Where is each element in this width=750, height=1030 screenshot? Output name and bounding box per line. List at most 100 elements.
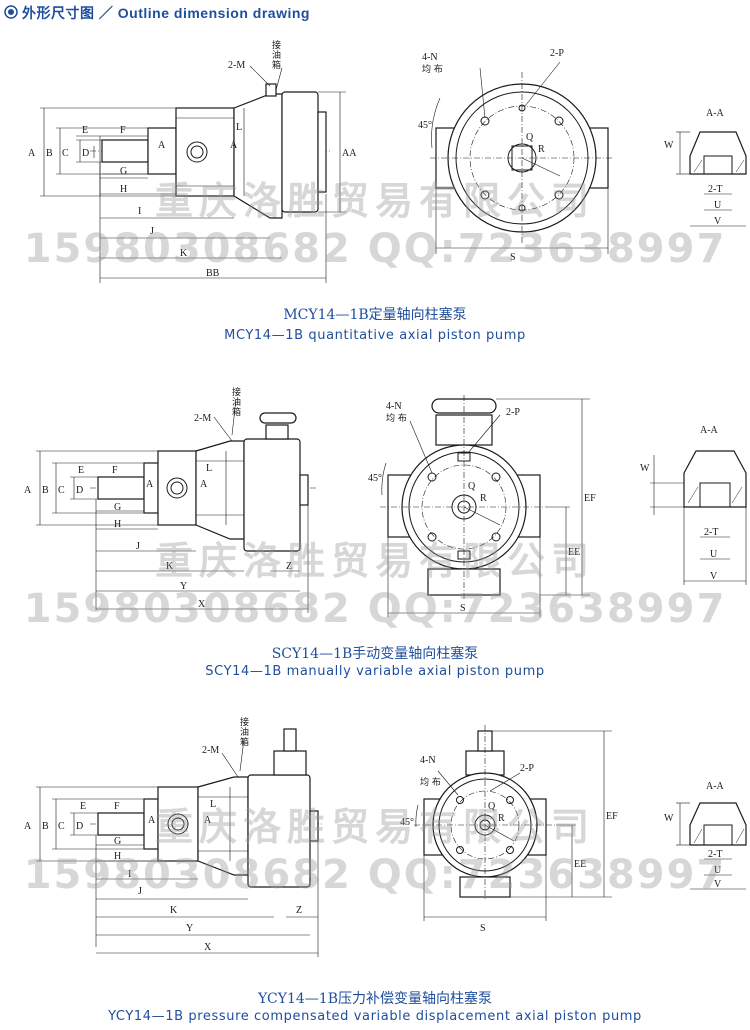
mcy-dimension-drawing: A B C D E F G H I J K BB A A L AA 2-M 接 …: [28, 39, 747, 283]
dim-B: B: [42, 821, 49, 832]
label-tank-2: 油: [272, 49, 281, 61]
dim-U: U: [714, 865, 722, 876]
ycy-dimension-drawing: A B C D E F G H I J K Y X Z A A L 2-M 接 …: [24, 716, 747, 957]
dim-A: A: [24, 485, 32, 496]
dim-E: E: [78, 465, 84, 476]
dim-C: C: [58, 821, 65, 832]
mcy-front-view: 4-N 均 布 2-P 45° Q R S: [418, 48, 614, 263]
dim-L: L: [236, 122, 242, 133]
section-title-AA: A-A: [700, 425, 719, 436]
dim-EE: EE: [568, 547, 580, 558]
scy-side-dimensions: A B C D E F G H J K Y X Z A A L 2-M 接 油 …: [24, 386, 309, 613]
label-45: 45°: [418, 120, 432, 131]
dim-J: J: [138, 886, 142, 897]
mcy-section-aa: A-A W 2-T U V: [664, 108, 747, 227]
label-tank-3: 箱: [232, 406, 241, 418]
label-even: 均 布: [420, 776, 441, 788]
ycy-front-view: 4-N 均 布 2-P 45° Q R S EF EE: [400, 725, 618, 934]
dim-W: W: [664, 813, 674, 824]
label-2M: 2-M: [194, 413, 211, 424]
scy-dimension-drawing: A B C D E F G H J K Y X Z A A L 2-M 接 油 …: [24, 386, 747, 617]
dim-2T: 2-T: [704, 527, 718, 538]
label-even: 均 布: [422, 63, 443, 75]
section-title-AA: A-A: [706, 781, 725, 792]
label-tank-1: 接: [240, 716, 249, 728]
label-2M: 2-M: [202, 745, 219, 756]
dim-W: W: [664, 140, 674, 151]
dim-Z: Z: [296, 905, 302, 916]
dim-Q: Q: [468, 481, 476, 492]
mcy-side-dimensions: A B C D E F G H I J K BB A A L AA 2-M 接 …: [28, 39, 357, 283]
label-tank-1: 接: [272, 39, 281, 51]
dim-V: V: [714, 879, 722, 890]
dim-K: K: [170, 905, 178, 916]
mcy-side-view: [90, 83, 330, 219]
dim-I: I: [138, 206, 141, 217]
label-2P: 2-P: [506, 407, 520, 418]
dim-A: A: [24, 821, 32, 832]
dim-A-inner: A: [146, 479, 154, 490]
dim-2T: 2-T: [708, 184, 722, 195]
ycy-caption-cn: YCY14—1B压力补偿变量轴向柱塞泵: [258, 991, 492, 1007]
label-tank-3: 箱: [272, 59, 281, 71]
dim-A-inner2: A: [200, 479, 208, 490]
label-2P: 2-P: [520, 763, 534, 774]
dim-K: K: [180, 248, 188, 259]
label-45: 45°: [368, 473, 382, 484]
dim-H: H: [114, 851, 121, 862]
label-45: 45°: [400, 817, 414, 828]
scy-caption-en: SCY14—1B manually variable axial piston …: [205, 664, 545, 679]
dim-R: R: [538, 144, 545, 155]
label-4N: 4-N: [422, 52, 438, 63]
label-tank-2: 油: [240, 726, 249, 738]
dim-B: B: [42, 485, 49, 496]
dim-A: A: [28, 148, 36, 159]
dim-J: J: [150, 226, 154, 237]
dim-F: F: [120, 125, 126, 136]
dim-I: I: [128, 869, 131, 880]
dim-A-inner: A: [148, 815, 156, 826]
label-2M: 2-M: [228, 60, 245, 71]
dim-AA: AA: [342, 148, 357, 159]
label-tank-3: 箱: [240, 736, 249, 748]
dim-E: E: [82, 125, 88, 136]
dim-D: D: [82, 148, 89, 159]
dim-U: U: [714, 200, 722, 211]
dim-Q: Q: [488, 801, 496, 812]
dim-K: K: [166, 561, 174, 572]
dim-Y: Y: [186, 923, 193, 934]
dim-G: G: [114, 502, 121, 513]
dim-D: D: [76, 485, 83, 496]
dim-Z: Z: [286, 561, 292, 572]
target-circle-icon: [4, 5, 18, 19]
label-2P: 2-P: [550, 48, 564, 59]
dim-S: S: [480, 923, 486, 934]
dim-D: D: [76, 821, 83, 832]
dim-V: V: [714, 216, 722, 227]
dim-L: L: [210, 799, 216, 810]
label-tank-2: 油: [232, 396, 241, 408]
dim-B: B: [46, 148, 53, 159]
ycy-side-view: [90, 728, 322, 888]
dim-L: L: [206, 463, 212, 474]
dim-EF: EF: [606, 811, 618, 822]
dim-Q: Q: [526, 132, 534, 143]
dim-F: F: [112, 465, 118, 476]
label-4N: 4-N: [420, 755, 436, 766]
scy-caption-cn: SCY14—1B手动变量轴向柱塞泵: [271, 646, 479, 662]
dim-EF: EF: [584, 493, 596, 504]
dim-G: G: [114, 836, 121, 847]
dim-R: R: [498, 813, 505, 824]
dim-C: C: [62, 148, 69, 159]
dim-S: S: [510, 252, 516, 263]
dim-J: J: [136, 541, 140, 552]
mcy-caption-cn: MCY14—1B定量轴向柱塞泵: [283, 307, 467, 323]
dim-A-inner2: A: [204, 815, 212, 826]
dim-W: W: [640, 463, 650, 474]
ycy-section-aa: A-A W 2-T U V: [664, 781, 747, 890]
ycy-caption-en: YCY14—1B pressure compensated variable d…: [108, 1009, 642, 1024]
dim-S: S: [460, 603, 466, 614]
dim-F: F: [114, 801, 120, 812]
dim-X: X: [204, 942, 212, 953]
header-title: 外形尺寸图 ／ Outline dimension drawing: [22, 5, 310, 21]
